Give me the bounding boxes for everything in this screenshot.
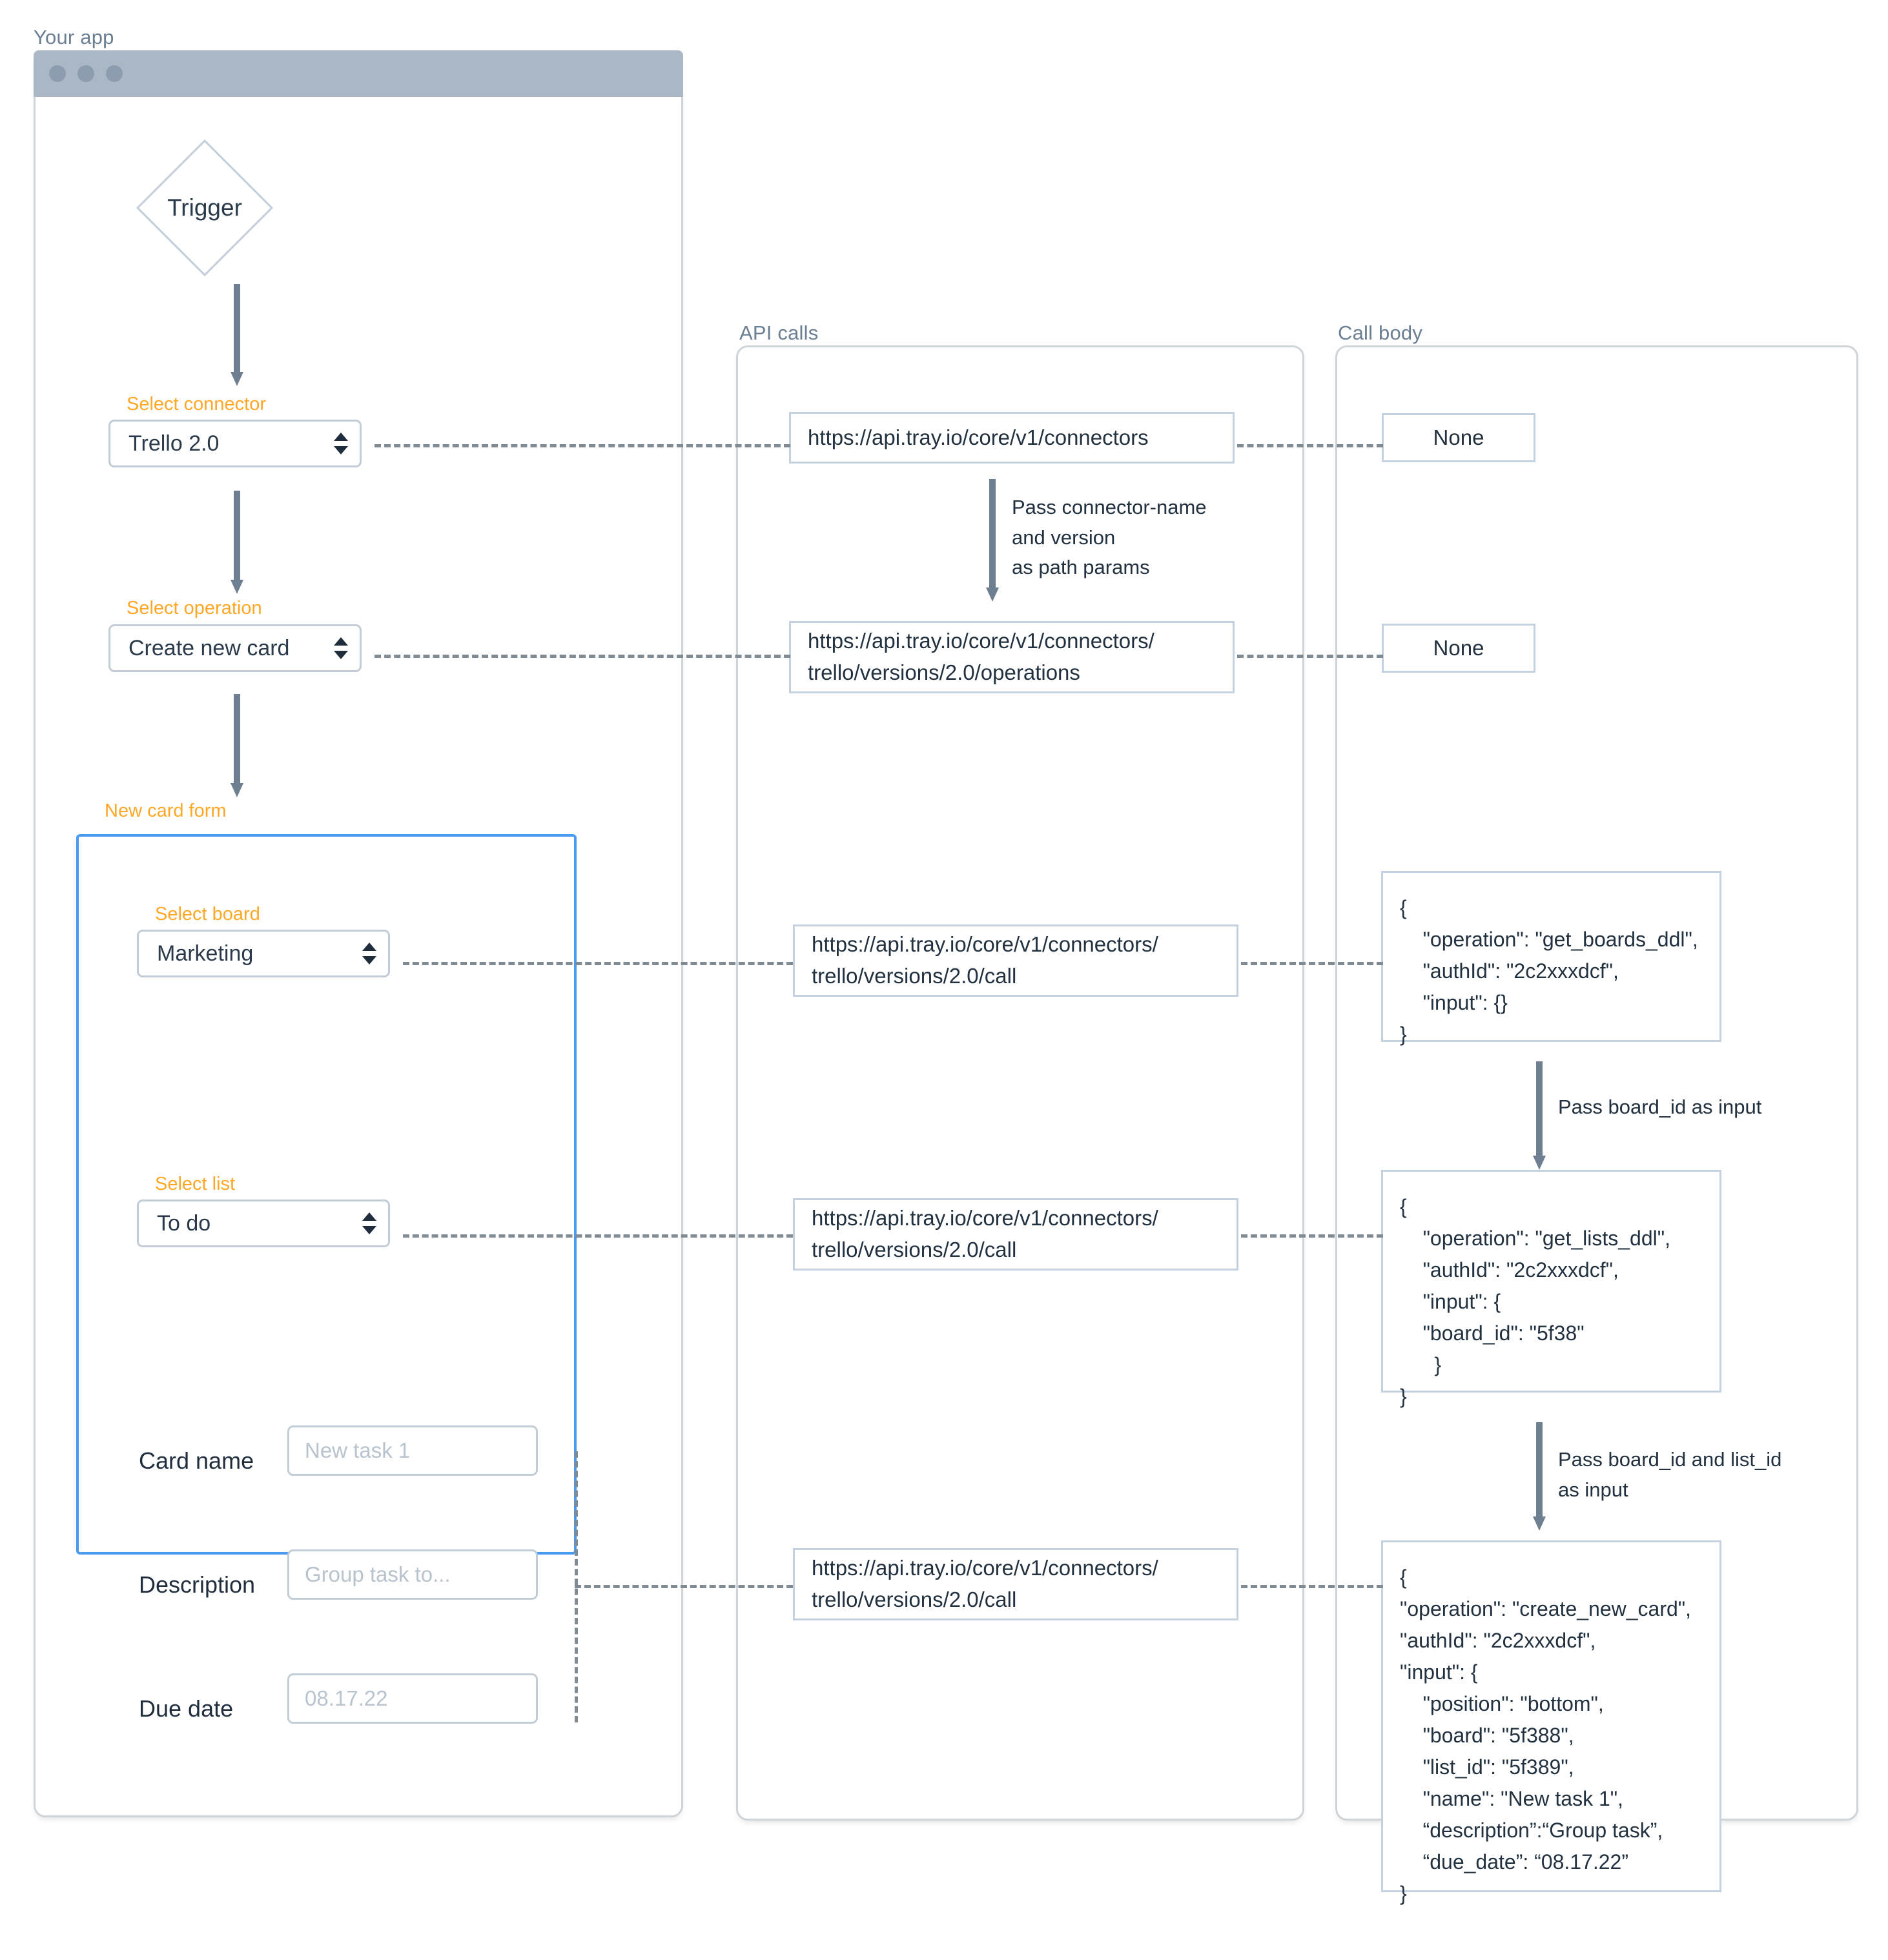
body-box-none-operations: None bbox=[1382, 624, 1535, 673]
api-box-call-create: https://api.tray.io/core/v1/connectors/ … bbox=[793, 1548, 1238, 1620]
chevron-updown-icon bbox=[334, 431, 348, 456]
card-name-placeholder: New task 1 bbox=[305, 1438, 411, 1462]
app-titlebar bbox=[34, 50, 683, 97]
label-new-card-form: New card form bbox=[105, 801, 227, 821]
dash-operation-to-api bbox=[375, 655, 790, 658]
due-date-placeholder: 08.17.22 bbox=[305, 1686, 388, 1710]
api-box-operations-text: https://api.tray.io/core/v1/connectors/ … bbox=[808, 629, 1154, 684]
label-select-connector: Select connector bbox=[127, 394, 267, 414]
annotation-pass-board-list-id: Pass board_id and list_id as input bbox=[1558, 1448, 1782, 1501]
description-input[interactable]: Group task to... bbox=[287, 1549, 538, 1600]
arrow-operation-to-form bbox=[231, 694, 243, 797]
column-caption-call-body: Call body bbox=[1338, 322, 1423, 344]
arrow-connector-to-operation bbox=[231, 491, 243, 594]
description-placeholder: Group task to... bbox=[305, 1562, 451, 1586]
api-box-connectors: https://api.tray.io/core/v1/connectors bbox=[789, 412, 1235, 464]
dash-api-to-lists-json bbox=[1241, 1234, 1383, 1238]
label-select-board: Select board bbox=[155, 904, 260, 924]
api-box-call-create-text: https://api.tray.io/core/v1/connectors/ … bbox=[812, 1556, 1158, 1611]
label-card-name: Card name bbox=[139, 1447, 254, 1474]
dash-api-to-none-1 bbox=[1237, 444, 1383, 447]
api-box-call-boards: https://api.tray.io/core/v1/connectors/ … bbox=[793, 924, 1238, 997]
dash-board-to-api bbox=[403, 962, 793, 965]
api-box-operations: https://api.tray.io/core/v1/connectors/ … bbox=[789, 621, 1235, 693]
select-list-value: To do bbox=[157, 1210, 211, 1236]
arrow-boards-to-lists bbox=[1533, 1061, 1546, 1170]
body-json-get-lists-text: { "operation": "get_lists_ddl", "authId"… bbox=[1400, 1195, 1670, 1408]
column-caption-api-calls: API calls bbox=[739, 322, 819, 344]
arrow-trigger-to-connector bbox=[231, 284, 243, 386]
chevron-updown-icon bbox=[362, 1210, 376, 1236]
select-connector-value: Trello 2.0 bbox=[128, 431, 220, 456]
dash-list-to-api bbox=[403, 1234, 793, 1238]
body-json-get-boards-text: { "operation": "get_boards_ddl", "authId… bbox=[1400, 896, 1698, 1046]
annotation-path-params: Pass connector-name and version as path … bbox=[1012, 496, 1207, 578]
body-box-none-operations-text: None bbox=[1433, 635, 1484, 660]
column-caption-your-app: Your app bbox=[34, 26, 114, 48]
select-operation[interactable]: Create new card bbox=[108, 624, 362, 672]
chevron-updown-icon bbox=[362, 941, 376, 966]
card-name-input[interactable]: New task 1 bbox=[287, 1425, 538, 1476]
trigger-label: Trigger bbox=[167, 194, 242, 221]
api-box-connectors-text: https://api.tray.io/core/v1/connectors bbox=[808, 425, 1149, 449]
window-dot-maximize-icon[interactable] bbox=[106, 65, 123, 82]
select-board-value: Marketing bbox=[157, 941, 254, 966]
body-json-get-boards: { "operation": "get_boards_ddl", "authId… bbox=[1381, 871, 1721, 1046]
api-box-call-lists-text: https://api.tray.io/core/v1/connectors/ … bbox=[812, 1206, 1158, 1261]
select-list[interactable]: To do bbox=[137, 1199, 390, 1247]
body-json-create-card-text: { "operation": "create_new_card", "authI… bbox=[1400, 1566, 1692, 1905]
dash-connector-to-api bbox=[375, 444, 790, 447]
dash-api-to-create-json bbox=[1241, 1585, 1383, 1588]
chevron-updown-icon bbox=[334, 635, 348, 661]
body-json-create-card: { "operation": "create_new_card", "authI… bbox=[1381, 1540, 1721, 1905]
api-box-call-lists: https://api.tray.io/core/v1/connectors/ … bbox=[793, 1198, 1238, 1271]
body-box-none-connectors-text: None bbox=[1433, 425, 1484, 449]
trigger-node: Trigger bbox=[136, 139, 274, 277]
body-json-get-lists: { "operation": "get_lists_ddl", "authId"… bbox=[1381, 1170, 1721, 1408]
dash-fields-to-api bbox=[575, 1585, 793, 1588]
select-operation-value: Create new card bbox=[128, 635, 290, 660]
label-select-list: Select list bbox=[155, 1174, 236, 1194]
api-box-call-boards-text: https://api.tray.io/core/v1/connectors/ … bbox=[812, 932, 1158, 988]
body-box-none-connectors: None bbox=[1382, 413, 1535, 462]
dash-api-to-none-2 bbox=[1237, 655, 1383, 658]
select-board[interactable]: Marketing bbox=[137, 930, 390, 977]
due-date-input[interactable]: 08.17.22 bbox=[287, 1673, 538, 1724]
window-dot-close-icon[interactable] bbox=[49, 65, 66, 82]
select-connector[interactable]: Trello 2.0 bbox=[108, 420, 362, 467]
label-select-operation: Select operation bbox=[127, 598, 262, 618]
label-due-date: Due date bbox=[139, 1695, 234, 1722]
arrow-connectors-to-operations bbox=[986, 479, 999, 602]
label-description: Description bbox=[139, 1571, 256, 1598]
annotation-pass-board-id: Pass board_id as input bbox=[1558, 1096, 1762, 1118]
dash-api-to-boards-json bbox=[1241, 962, 1383, 965]
arrow-lists-to-create bbox=[1533, 1422, 1546, 1531]
window-dot-minimize-icon[interactable] bbox=[77, 65, 94, 82]
